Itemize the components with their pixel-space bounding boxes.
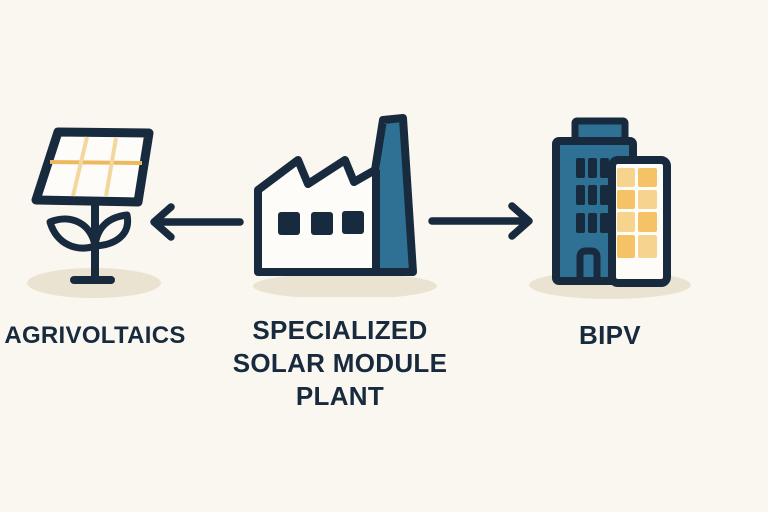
- factory-window-3: [342, 211, 364, 234]
- panel-grid-horizontal: [49, 160, 143, 165]
- factory-chimney: [378, 122, 409, 268]
- panel-grid-vertical-2: [104, 137, 118, 197]
- front-building-solar-facade: [617, 168, 657, 258]
- factory-label-line-2: SOLAR MODULE: [232, 348, 448, 378]
- ground-shadow: [253, 273, 437, 297]
- solar-panel: [31, 127, 154, 207]
- back-building-door: [576, 247, 601, 281]
- agrivoltaics-label: AGRIVOLTAICS: [4, 322, 186, 349]
- solar-panel-on-plant-icon: [27, 127, 161, 298]
- office-buildings-icon: [529, 117, 691, 299]
- back-building-windows: [576, 158, 609, 233]
- factory-icon: [253, 114, 437, 297]
- factory-label: SPECIALIZED SOLAR MODULE PLANT: [228, 314, 452, 413]
- bipv-label: BIPV: [579, 320, 641, 350]
- factory-label-line-3: PLANT: [295, 381, 385, 411]
- panel-grid-vertical-1: [71, 136, 89, 197]
- leaf-right: [91, 211, 132, 250]
- factory-outline: [254, 114, 417, 276]
- factory-window-2: [311, 212, 333, 235]
- factory-window-1: [278, 212, 300, 235]
- factory-label-line-1: SPECIALIZED: [252, 315, 428, 345]
- arrow-right-icon: [428, 202, 533, 240]
- arrow-left-icon: [150, 203, 244, 241]
- leaf-left: [46, 215, 99, 252]
